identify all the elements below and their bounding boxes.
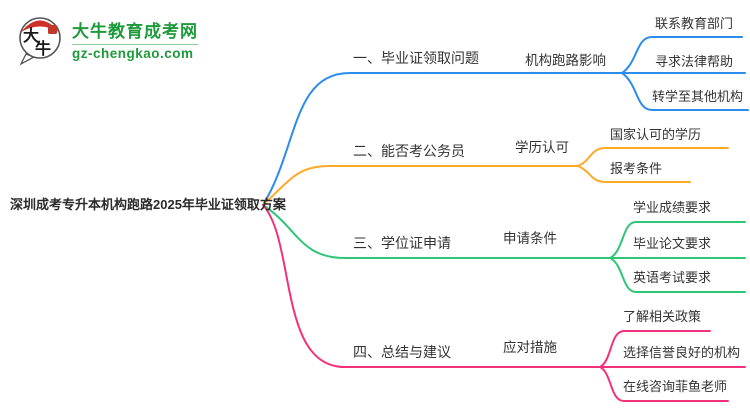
svg-text:大: 大: [23, 26, 39, 45]
branch2-leaf-1: 国家认可的学历: [610, 127, 702, 142]
branch3-leaf-2: 毕业论文要求: [633, 236, 712, 251]
mindmap-root-node: 深圳成考专升本机构跑路2025年毕业证领取方案: [10, 197, 286, 212]
site-logo-title: 大牛教育成考网: [72, 17, 198, 45]
site-logo-domain: gz-chengkao.com: [72, 46, 194, 61]
branch3-leaf-1: 学业成绩要求: [633, 200, 712, 215]
branch4-leaf-1: 了解相关政策: [623, 309, 702, 324]
site-logo[interactable]: 大 牛 大牛教育成考网 gz-chengkao.com: [14, 12, 198, 66]
daniu-bull-logo-icon: 大 牛: [19, 17, 61, 66]
svg-text:牛: 牛: [35, 39, 51, 58]
site-logo-text: 大牛教育成考网 gz-chengkao.com: [72, 17, 198, 61]
branch1-leaf-1: 联系教育部门: [655, 16, 734, 31]
branch2-subtopic: 学历认可: [515, 140, 569, 155]
branch2-leaf-2: 报考条件: [610, 161, 663, 176]
branch1-subtopic: 机构跑路影响: [525, 53, 606, 68]
branch4-topic: 四、总结与建议: [353, 344, 451, 360]
branch2-topic: 二、能否考公务员: [353, 143, 465, 159]
branch4-subtopic: 应对措施: [503, 340, 557, 355]
branch4-leaf-2: 选择信誉良好的机构: [623, 345, 741, 360]
branch1-topic: 一、毕业证领取问题: [353, 50, 479, 66]
branch1-leaf-3: 转学至其他机构: [652, 89, 744, 104]
branch3-subtopic: 申请条件: [503, 231, 557, 246]
branch3-topic: 三、学位证申请: [353, 235, 451, 251]
branch4-leaf-3: 在线咨询菲鱼老师: [623, 379, 728, 394]
branch1-leaf-2: 寻求法律帮助: [655, 54, 734, 69]
branch3-leaf-3: 英语考试要求: [633, 270, 712, 285]
